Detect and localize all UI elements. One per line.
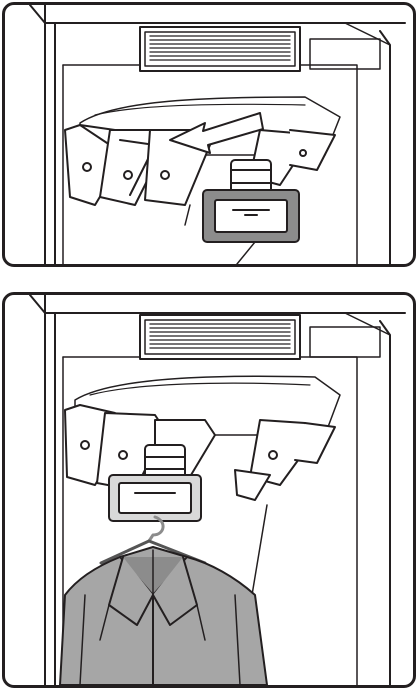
hook-right (249, 129, 336, 186)
hanger-holder (108, 444, 202, 522)
cabinet-with-jacket-illustration (29, 295, 406, 685)
vent-grille-icon (139, 26, 301, 72)
cabinet-interior-illustration (29, 5, 406, 264)
pull-arrow-icon (169, 112, 264, 154)
illustration-panel-step-2 (2, 292, 416, 688)
jacket (59, 546, 268, 685)
cabinet-top-edge (29, 5, 406, 24)
vent-grille-icon (139, 314, 301, 360)
illustration-panel-step-1 (2, 2, 416, 267)
hanger-holder (202, 159, 300, 243)
